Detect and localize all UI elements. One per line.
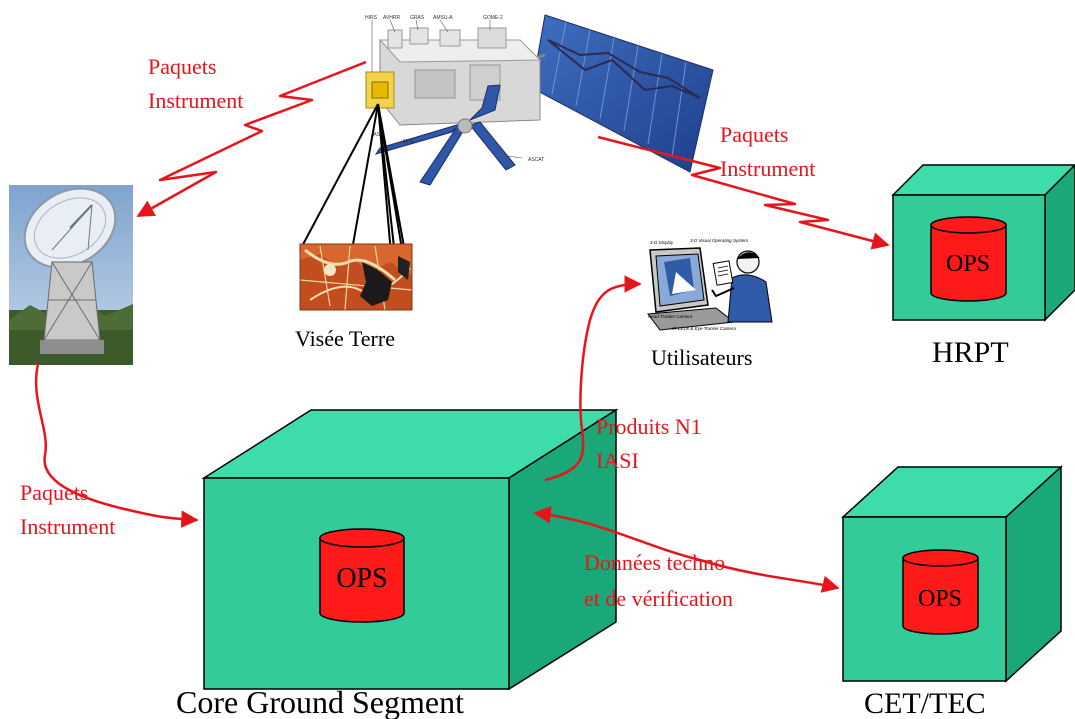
cet-tec-db-label: OPS [918, 586, 962, 612]
sat-label-mhs: MHS [403, 139, 415, 145]
cet-tec-database-cylinder-icon [902, 549, 979, 635]
cet-tec-title: CET/TEC [864, 687, 986, 719]
users-caption-head-tracker: Head-Tracker Camera [648, 314, 693, 319]
sat-label-amsu-a: AMSU-A [433, 15, 453, 21]
label-core-to-cet: Données techno et de vérification [584, 550, 733, 611]
satellite-icon: HIRS AVHRR GRAS AMSU-A GOME-2 MHS IASI A… [365, 14, 714, 186]
label-sat-to-antenna-line2: Instrument [148, 88, 243, 113]
sat-label-gome-2: GOME-2 [483, 15, 503, 21]
label-core-to-users: Produits N1 IASI [596, 414, 707, 473]
label-antenna-to-core-line2: Instrument [20, 514, 115, 539]
core-db-label: OPS [336, 563, 387, 594]
label-sat-to-antenna: Paquets Instrument [148, 54, 243, 113]
label-core-to-users-line2: IASI [596, 448, 639, 473]
hrpt-title: HRPT [932, 336, 1009, 369]
label-core-to-cet-line2: et de vérification [584, 586, 733, 611]
link-antenna-to-core [34, 363, 199, 528]
hrpt-database-cylinder-icon [930, 216, 1007, 302]
core-title: Core Ground Segment [176, 684, 464, 719]
earth-surface-image [299, 243, 413, 311]
label-sat-to-hrpt-line1: Paquets [720, 122, 788, 147]
sat-label-avhrr: AVHRR [383, 15, 401, 21]
link-core-to-users [544, 275, 642, 482]
users-caption-3d-visual-os: 3-D Visual Operating System [690, 238, 748, 243]
hrpt-box [891, 163, 1075, 322]
label-antenna-to-core-line1: Paquets [20, 480, 88, 505]
label-core-to-cet-line1: Données techno [584, 550, 725, 575]
core-database-cylinder-icon [319, 528, 405, 623]
users-label: Utilisateurs [651, 345, 752, 370]
label-sat-to-antenna-line1: Paquets [148, 54, 216, 79]
label-sat-to-hrpt-line2: Instrument [720, 156, 815, 181]
sat-label-iasi: IASI [372, 132, 381, 138]
label-antenna-to-core: Paquets Instrument [20, 480, 115, 539]
cet-tec-box [841, 465, 1063, 683]
users-caption-3d-display: 3-D Display [650, 240, 674, 245]
sat-label-hirs: HIRS [365, 15, 378, 21]
link-sat-to-hrpt [597, 135, 890, 250]
label-sat-to-hrpt: Paquets Instrument [720, 122, 815, 181]
earth-view-label: Visée Terre [295, 326, 395, 351]
sat-label-ascat: ASCAT [528, 157, 544, 163]
users-caption-eye-tracker: IR-LEDs & Eye-Tracker Camera [672, 326, 736, 331]
label-core-to-users-line1: Produits N1 [596, 414, 702, 439]
link-sat-to-antenna [136, 60, 367, 218]
sat-label-gras: GRAS [410, 15, 425, 21]
computer-workstation-user-icon: 3-D Display 3-D Visual Operating System … [640, 235, 778, 338]
core-ground-segment-box [201, 408, 619, 691]
hrpt-db-label: OPS [946, 251, 990, 277]
ground-station-dish-antenna-icon [9, 185, 133, 365]
link-core-to-cet [533, 505, 840, 593]
